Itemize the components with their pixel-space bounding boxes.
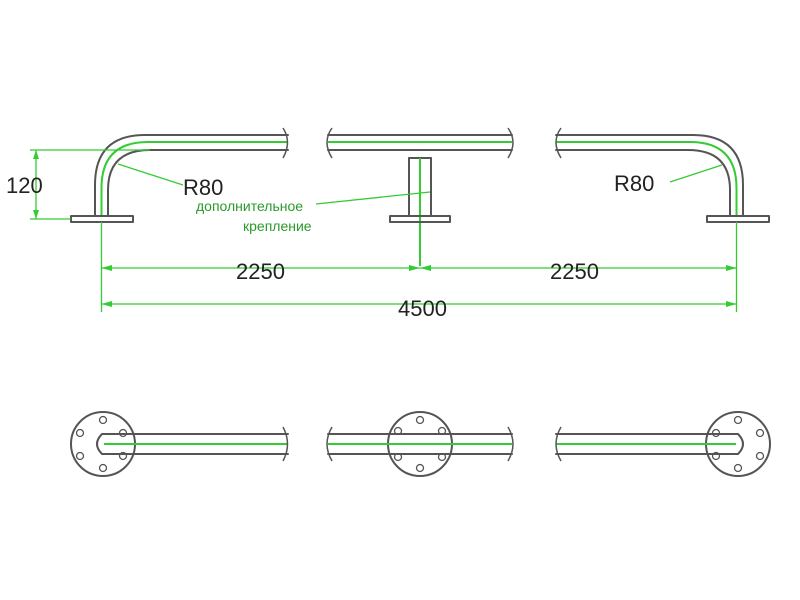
radius-left-leader <box>117 163 184 186</box>
top-right-flange <box>705 411 771 477</box>
front-right-segment <box>555 127 770 223</box>
half-right-label: 2250 <box>550 259 599 284</box>
height-label: 120 <box>6 173 43 198</box>
note-line-2: крепление <box>243 218 312 234</box>
top-middle-segment <box>326 426 514 462</box>
radius-right-label: R80 <box>614 171 654 196</box>
front-view: 120 R80 R80 дополнительное крепление 225… <box>6 127 770 321</box>
length-dimensions: 2250 2250 4500 <box>100 222 738 321</box>
top-right-segment <box>555 426 744 462</box>
front-middle-segment <box>326 127 514 266</box>
radius-left-label: R80 <box>183 175 223 200</box>
top-view <box>70 411 771 477</box>
total-label: 4500 <box>398 296 447 321</box>
half-left-label: 2250 <box>236 259 285 284</box>
top-left-segment <box>96 426 289 462</box>
radius-right-leader <box>669 164 723 183</box>
note-leader <box>315 191 431 205</box>
note-line-1: дополнительное <box>196 198 303 214</box>
height-dimension: 120 <box>6 149 150 220</box>
